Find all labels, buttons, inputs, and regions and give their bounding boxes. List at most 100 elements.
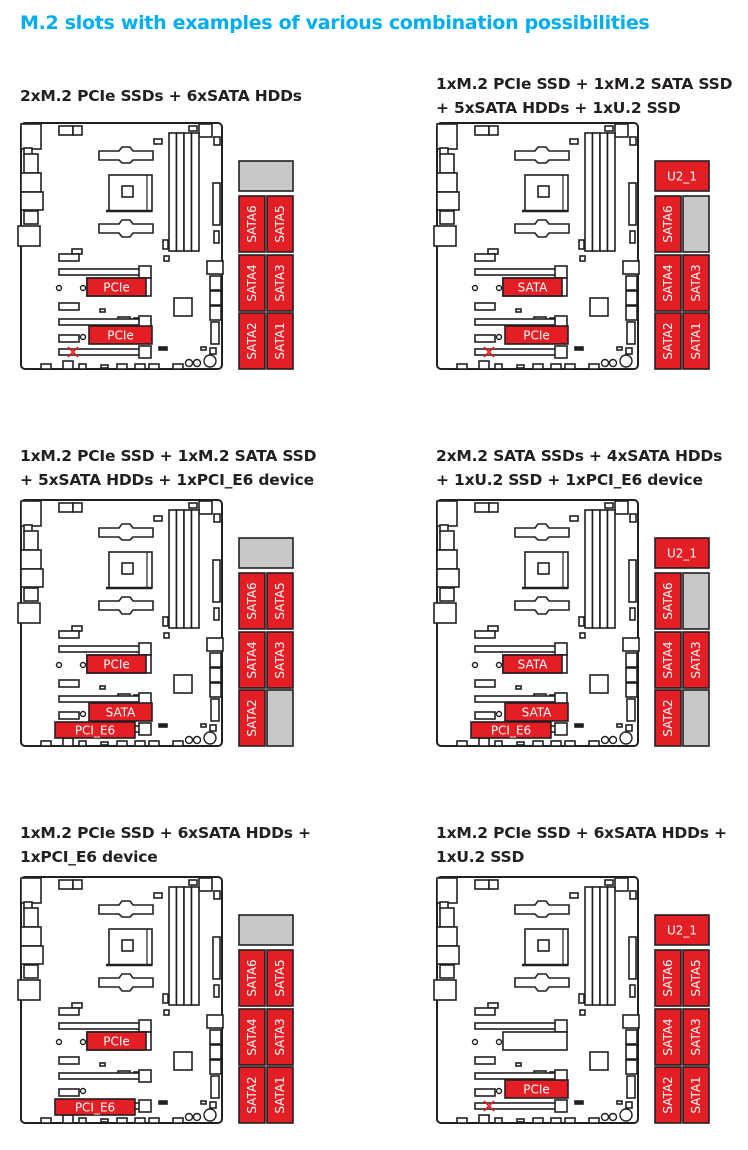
io-port bbox=[439, 210, 455, 225]
sata-port-sata2-label: SATA2 bbox=[245, 1076, 259, 1113]
sata-port-sata4-box bbox=[654, 254, 682, 312]
small-chip bbox=[579, 632, 586, 639]
sata-port-sata4-label: SATA4 bbox=[661, 1018, 675, 1055]
io-port bbox=[17, 225, 41, 247]
m2-slot-2-label: PCIe bbox=[523, 1083, 550, 1097]
pci-e6-slot-box bbox=[470, 721, 552, 739]
chipset bbox=[589, 674, 609, 694]
front-header bbox=[210, 1075, 220, 1099]
fan-header bbox=[213, 984, 220, 998]
bottom-header bbox=[148, 740, 160, 747]
io-port bbox=[436, 123, 458, 150]
m2-screw-hole bbox=[495, 1038, 503, 1046]
m2-screw-hole bbox=[79, 661, 87, 669]
dimm-slot bbox=[591, 132, 601, 252]
rear-block bbox=[209, 1044, 222, 1060]
small-chip bbox=[99, 308, 106, 313]
bottom-button bbox=[600, 358, 610, 368]
sata-port-sata3-box bbox=[266, 631, 294, 689]
sata-port-sata5-label: SATA5 bbox=[689, 959, 703, 996]
bottom-button bbox=[600, 1112, 610, 1122]
dimm-slot bbox=[175, 886, 185, 1006]
sata-port-sata5-box bbox=[266, 949, 294, 1007]
u2-connector-label: U2_1 bbox=[667, 547, 697, 561]
chipset bbox=[173, 1051, 193, 1071]
usb-connector bbox=[206, 1014, 224, 1029]
small-chip bbox=[616, 1100, 623, 1105]
panel-title: 1xM.2 PCIe SSD + 1xM.2 SATA SSD+ 5xSATA … bbox=[436, 72, 732, 120]
m2-slot-1-box bbox=[86, 654, 147, 674]
sata-port-sata3-box bbox=[682, 254, 710, 312]
bottom-button bbox=[619, 354, 633, 368]
small-chip bbox=[574, 1100, 584, 1105]
small-chip bbox=[200, 1100, 207, 1105]
top-connector bbox=[198, 877, 213, 892]
bottom-header bbox=[588, 740, 600, 747]
header bbox=[58, 1056, 80, 1065]
top-connector bbox=[188, 879, 198, 886]
small-chip bbox=[209, 724, 217, 732]
bottom-header bbox=[172, 740, 184, 747]
top-connector bbox=[614, 877, 629, 892]
sata-port-sata3-label: SATA3 bbox=[273, 1018, 287, 1055]
top-connector bbox=[474, 502, 490, 513]
sata-port-sata6-label: SATA6 bbox=[245, 582, 259, 619]
pcie-slot bbox=[474, 1022, 563, 1030]
rear-block bbox=[625, 275, 638, 291]
small-chip bbox=[162, 239, 169, 250]
sata-port-sata2-box bbox=[654, 689, 682, 747]
top-connector bbox=[604, 879, 614, 886]
m2-slot-2-label: PCIe bbox=[523, 329, 550, 343]
header bbox=[474, 630, 496, 639]
header bbox=[474, 1088, 496, 1097]
io-port bbox=[20, 123, 42, 150]
bottom-header bbox=[494, 740, 503, 747]
m2-slot-2-label: SATA bbox=[522, 706, 553, 720]
m2-slot-1-label: PCIe bbox=[103, 658, 130, 672]
m2-slot-1-empty bbox=[502, 1031, 568, 1051]
bottom-header bbox=[456, 1117, 468, 1124]
small-chip bbox=[162, 993, 169, 1004]
rear-block bbox=[625, 667, 638, 683]
heatsink-bracket-bottom bbox=[98, 596, 154, 615]
bottom-header bbox=[62, 1114, 74, 1124]
top-connector bbox=[188, 125, 198, 132]
sata-port-sata6-box bbox=[654, 195, 682, 253]
pcie-slot bbox=[474, 1072, 563, 1080]
header bbox=[474, 253, 496, 262]
top-connector bbox=[198, 500, 213, 515]
pcie-slot-latch bbox=[138, 1099, 152, 1113]
bottom-header bbox=[456, 740, 468, 747]
rear-block bbox=[625, 1044, 638, 1060]
bottom-button bbox=[608, 358, 618, 368]
dimm-slot bbox=[606, 509, 616, 629]
heatsink-bracket-top bbox=[98, 146, 154, 164]
io-port bbox=[433, 979, 457, 1001]
m2-slot-1-label: PCIe bbox=[103, 281, 130, 295]
rear-block bbox=[209, 1059, 222, 1075]
m2-slot-1-box bbox=[502, 277, 563, 297]
pcie-slot-latch bbox=[554, 345, 568, 359]
pcie-slot bbox=[58, 1072, 147, 1080]
chipset bbox=[173, 297, 193, 317]
small-chip bbox=[515, 685, 522, 690]
u2-placeholder bbox=[238, 537, 294, 569]
header bbox=[58, 1088, 80, 1097]
bottom-button bbox=[203, 1108, 217, 1122]
cpu-center bbox=[537, 562, 550, 575]
dimm-slot bbox=[183, 132, 193, 252]
sata-port-sata6-box bbox=[654, 949, 682, 1007]
rear-block bbox=[625, 290, 638, 306]
dimm-slot bbox=[168, 886, 178, 1006]
bottom-header bbox=[40, 363, 52, 370]
m2-screw-hole bbox=[471, 1038, 479, 1046]
small-chip bbox=[578, 239, 585, 250]
pcie-slot bbox=[58, 318, 147, 326]
bottom-header bbox=[588, 363, 600, 370]
pcie-slot-latch bbox=[138, 642, 152, 656]
rear-block bbox=[625, 1059, 638, 1075]
